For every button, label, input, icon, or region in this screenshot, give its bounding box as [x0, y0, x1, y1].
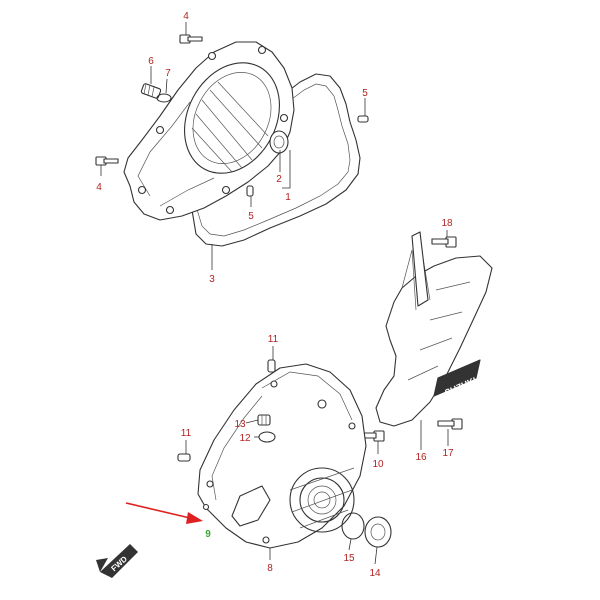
fwd-direction-badge: FWD — [96, 544, 138, 578]
callout-6: 6 — [148, 56, 154, 67]
dowel-pin-part-5-bottom[interactable] — [246, 185, 254, 197]
callout-10: 10 — [372, 459, 384, 470]
callout-8: 8 — [267, 563, 273, 574]
callout-5-right: 5 — [362, 88, 368, 99]
callout-17: 17 — [442, 448, 454, 459]
callout-13: 13 — [234, 419, 246, 430]
bolt-part-10[interactable] — [359, 430, 385, 442]
callout-11-top: 11 — [268, 334, 279, 345]
bolt-part-4-top[interactable] — [179, 34, 203, 44]
oil-seal-part-2[interactable] — [269, 130, 289, 154]
cap-part-14[interactable] — [364, 516, 392, 548]
bolt-part-4-left[interactable] — [95, 156, 119, 166]
o-ring-part-7[interactable] — [156, 93, 172, 103]
callout-9-highlighted: 9 — [205, 529, 211, 540]
bolt-part-18[interactable] — [431, 236, 457, 248]
callout-2: 2 — [276, 174, 282, 185]
dowel-pin-part-11-top[interactable] — [267, 359, 276, 373]
bolt-part-17[interactable] — [437, 418, 463, 430]
oil-plug-part-13[interactable] — [257, 414, 271, 426]
clutch-cover[interactable] — [123, 41, 298, 221]
callout-4-left: 4 — [96, 182, 102, 193]
callout-16: 16 — [415, 452, 427, 463]
callout-18: 18 — [441, 218, 453, 229]
highlight-pointer-arrow — [125, 502, 203, 524]
callout-11-left: 11 — [181, 428, 192, 439]
dowel-pin-part-11-left[interactable] — [177, 453, 191, 462]
dowel-pin-part-5-right[interactable] — [357, 115, 369, 123]
callout-3: 3 — [209, 274, 215, 285]
generator-cover-part-8[interactable] — [197, 363, 367, 549]
o-ring-part-15[interactable] — [341, 512, 365, 540]
callout-14: 14 — [369, 568, 381, 579]
callout-15: 15 — [343, 553, 355, 564]
oil-filler-cap-part-6[interactable] — [140, 83, 162, 99]
sprocket-cover-part-16[interactable]: SUZUKI — [375, 231, 493, 427]
callout-12: 12 — [239, 433, 251, 444]
callout-7: 7 — [165, 68, 171, 79]
callout-4-top: 4 — [183, 11, 189, 22]
callout-5-bottom: 5 — [248, 211, 254, 222]
callout-1: 1 — [285, 192, 291, 203]
